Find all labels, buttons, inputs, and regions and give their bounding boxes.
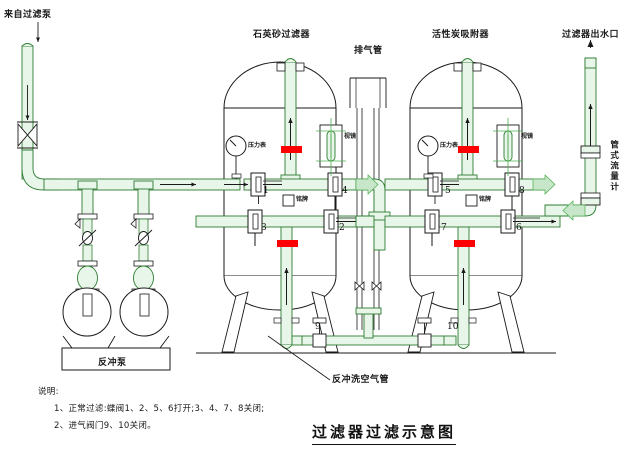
valve-number-9: 9 [315, 322, 321, 332]
tube-flow-meter [580, 145, 601, 206]
label-nameplate-left: 铭牌 [296, 196, 309, 203]
sight-glass-right [493, 118, 523, 176]
inlet-butterfly-valve[interactable] [17, 121, 38, 149]
valve-number-8: 8 [519, 186, 525, 196]
valve-number-7: 7 [441, 223, 447, 233]
air-valve-9[interactable] [312, 317, 327, 348]
label-carbon-adsorber: 活性炭吸附器 [432, 30, 490, 40]
nameplate-box-right [465, 194, 478, 207]
valve-number-1: 1 [263, 186, 269, 196]
label-pressure-gauge-left: 压力表 [248, 142, 267, 149]
carbon-outlet-line [384, 215, 561, 228]
page-title: 过滤器过滤示意图 [312, 423, 457, 445]
butterfly-valve-2[interactable] [323, 209, 356, 234]
label-exhaust-pipe: 排气管 [354, 46, 383, 56]
red-marker-sand-bottom [277, 240, 298, 247]
label-filter-outlet: 过滤器出水口 [562, 30, 620, 40]
label-inlet: 来自过滤泵 [4, 10, 52, 20]
sand-filter-bottom-riser [273, 226, 300, 349]
red-marker-sand-top [281, 146, 302, 153]
pressure-gauge-left [225, 135, 247, 179]
valve-number-2: 2 [339, 223, 345, 233]
sight-glass-left [316, 118, 346, 176]
label-sand-filter: 石英砂过滤器 [253, 30, 311, 40]
butterfly-valve-4[interactable] [327, 172, 343, 210]
red-marker-carbon-bottom [454, 240, 475, 247]
red-marker-carbon-top [458, 146, 479, 153]
valve-number-3: 3 [261, 223, 267, 233]
pressure-gauge-right [417, 135, 439, 179]
backwash-pump-unit [61, 287, 171, 371]
sand-filter-vessel [221, 61, 339, 353]
label-nameplate-right: 铭牌 [479, 196, 492, 203]
air-valve-10[interactable] [417, 317, 432, 348]
notes-heading: 说明: [38, 387, 59, 397]
butterfly-valve-8[interactable] [504, 172, 520, 210]
backwash-air-pipe [291, 307, 457, 346]
pump-riser-right[interactable] [130, 213, 156, 295]
butterfly-valve-1[interactable] [250, 172, 282, 204]
pump-branch-tees [77, 180, 154, 217]
label-sight-glass-left: 视镜 [344, 133, 357, 140]
label-backwash-pump: 反冲泵 [98, 358, 127, 368]
notes-line-2: 2、进气阀门9、10关闭。 [54, 421, 157, 431]
outlet-riser-pipe [544, 40, 597, 217]
carbon-bottom-riser [450, 226, 477, 349]
butterfly-valve-6[interactable] [500, 209, 540, 234]
valve-number-4: 4 [342, 186, 348, 196]
butterfly-valve-3[interactable] [247, 209, 263, 246]
valve-number-6: 6 [516, 223, 522, 233]
label-sight-glass-right: 视镜 [521, 133, 534, 140]
green-flow-arrows [355, 174, 586, 221]
label-backwash-air-pipe: 反冲洗空气管 [332, 375, 390, 385]
nameplate-box-left [282, 194, 295, 207]
butterfly-valve-5[interactable] [427, 172, 459, 204]
label-flow-meter: 管式流量计 [608, 140, 619, 193]
valve-number-10: 10 [447, 322, 459, 332]
butterfly-valve-7[interactable] [424, 209, 440, 246]
pump-riser-left[interactable] [74, 213, 100, 295]
valve-number-5: 5 [445, 186, 451, 196]
label-pressure-gauge-right: 压力表 [440, 142, 459, 149]
air-pipe-leader [267, 335, 331, 381]
notes-line-1: 1、正常过滤:蝶阀1、2、5、6打开;3、4、7、8关闭; [54, 404, 265, 414]
